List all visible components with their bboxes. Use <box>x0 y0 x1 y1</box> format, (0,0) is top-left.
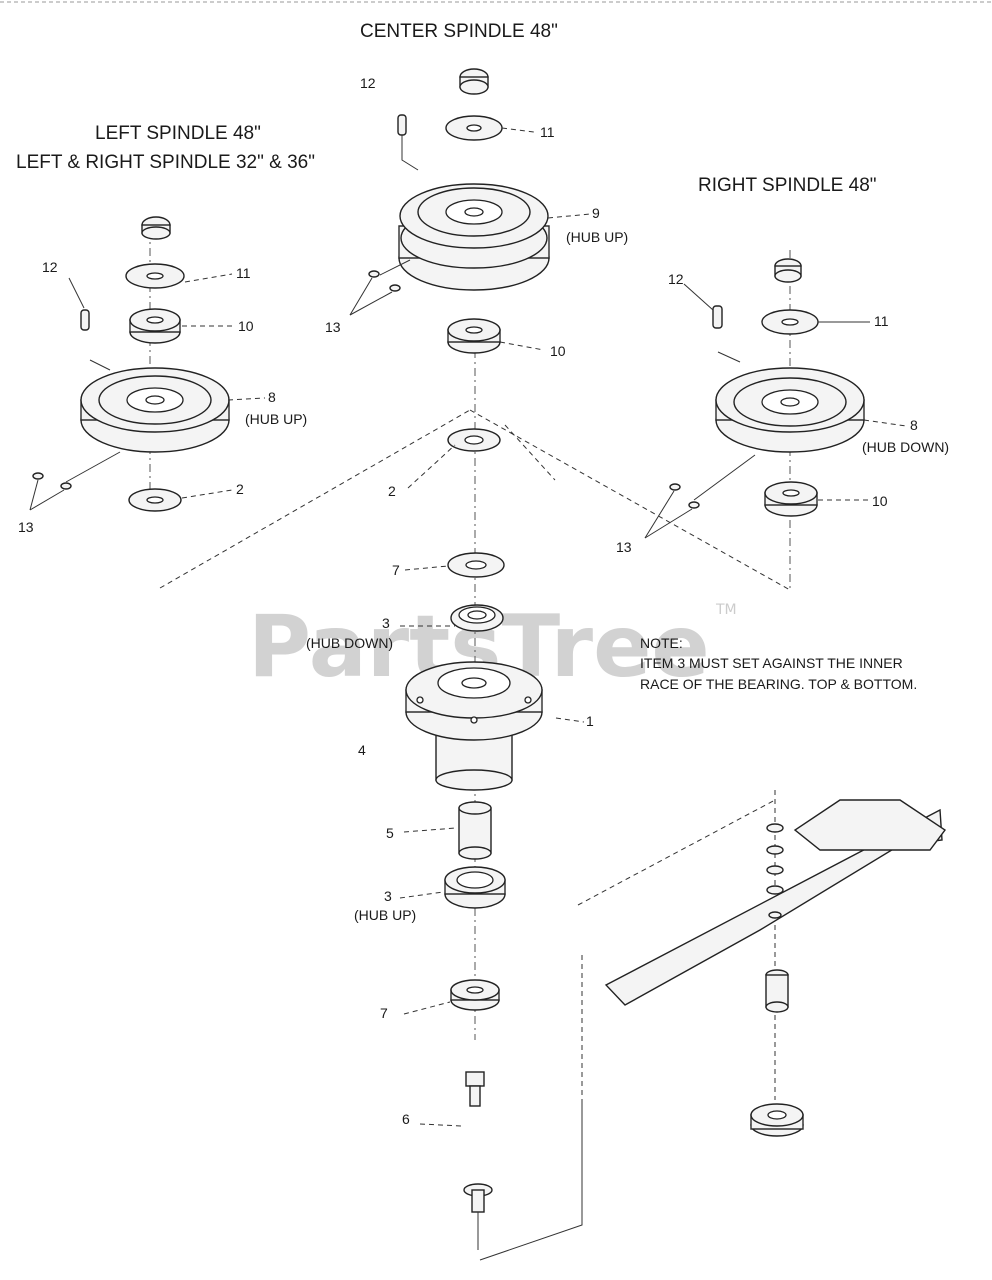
left-key-12 <box>80 309 90 331</box>
left-nut <box>141 216 171 240</box>
callout-11-left: 11 <box>236 265 251 281</box>
callout-13-right: 13 <box>616 539 632 555</box>
center-bolt-lower <box>463 1183 493 1250</box>
callout-2-center: 2 <box>388 483 396 499</box>
center-bolt-6 <box>465 1071 485 1107</box>
leader-lines <box>68 127 907 1127</box>
center-nut-top <box>459 68 489 95</box>
left-spindle-assembly <box>29 216 230 512</box>
center-key-12 <box>397 114 419 171</box>
callout-7-top: 7 <box>392 562 400 578</box>
center-spacer-5 <box>458 801 492 860</box>
center-washer-7-bottom <box>450 979 500 1011</box>
center-spacer-10 <box>447 318 501 354</box>
right-spacer-10 <box>764 481 818 517</box>
callout-6: 6 <box>402 1111 410 1127</box>
callout-5: 5 <box>386 825 394 841</box>
center-bolts-13 <box>349 259 411 316</box>
callout-10-center: 10 <box>550 343 566 359</box>
left-bolts-13 <box>29 451 121 511</box>
callout-8-left-note: (HUB UP) <box>245 411 307 427</box>
center-washer-7-top <box>447 552 505 578</box>
callout-8-left: 8 <box>268 389 276 405</box>
callout-1: 1 <box>586 713 594 729</box>
blade-stack <box>765 823 789 1013</box>
callout-9-note: (HUB UP) <box>566 229 628 245</box>
callout-3-top: 3 <box>382 615 390 631</box>
note-block: NOTE: ITEM 3 MUST SET AGAINST THE INNER … <box>640 635 917 692</box>
right-spindle-assembly <box>644 258 865 539</box>
watermark-tm: TM <box>715 602 737 618</box>
blade-nut <box>750 1103 804 1137</box>
callout-11-right: 11 <box>874 313 889 329</box>
callout-2-left: 2 <box>236 481 244 497</box>
callout-3-bottom: 3 <box>384 888 392 904</box>
center-bearing-3-bottom <box>444 866 506 909</box>
callout-4: 4 <box>358 742 366 758</box>
title-left-spindle: LEFT SPINDLE 48" <box>95 123 261 144</box>
right-washer-11 <box>761 309 819 335</box>
callout-11-center: 11 <box>540 124 555 140</box>
callout-12-center: 12 <box>360 75 376 91</box>
callout-10-left: 10 <box>238 318 254 334</box>
blade-assembly <box>479 790 947 1261</box>
callout-9: 9 <box>592 205 600 221</box>
callout-13-center: 13 <box>325 319 341 335</box>
center-washer-11 <box>445 115 503 141</box>
center-washer-2 <box>447 428 501 452</box>
right-pulley-8 <box>715 351 865 453</box>
right-nut <box>774 258 802 283</box>
callout-3-top-note: (HUB DOWN) <box>306 635 393 651</box>
left-pulley-8 <box>80 359 230 453</box>
center-housing-1 <box>405 661 543 791</box>
note-line-2: RACE OF THE BEARING. TOP & BOTTOM. <box>640 676 917 692</box>
callout-7-bottom: 7 <box>380 1005 388 1021</box>
center-bearing-3-top <box>450 604 504 632</box>
callout-12-right: 12 <box>668 271 684 287</box>
note-line-1: ITEM 3 MUST SET AGAINST THE INNER <box>640 655 903 671</box>
center-spindle-assembly <box>349 68 550 1250</box>
left-washer-11 <box>125 263 185 289</box>
right-bolts-13 <box>644 454 756 539</box>
callout-8-right-note: (HUB DOWN) <box>862 439 949 455</box>
callout-8-right: 8 <box>910 417 918 433</box>
left-spacer-10 <box>129 308 181 344</box>
callout-3-bottom-note: (HUB UP) <box>354 907 416 923</box>
right-key-12 <box>712 305 723 329</box>
left-washer-2 <box>128 488 182 512</box>
title-center-spindle: CENTER SPINDLE 48" <box>360 21 558 42</box>
callout-13-left: 13 <box>18 519 34 535</box>
note-heading: NOTE: <box>640 635 683 651</box>
title-left-right-spindle: LEFT & RIGHT SPINDLE 32" & 36" <box>16 152 315 173</box>
center-pulley-9 <box>398 183 550 291</box>
title-right-spindle: RIGHT SPINDLE 48" <box>698 175 877 196</box>
callout-10-right: 10 <box>872 493 888 509</box>
callout-12-left: 12 <box>42 259 58 275</box>
callout-labels: 12 11 9 (HUB UP) 13 10 12 11 10 8 (HUB U… <box>18 75 949 1127</box>
